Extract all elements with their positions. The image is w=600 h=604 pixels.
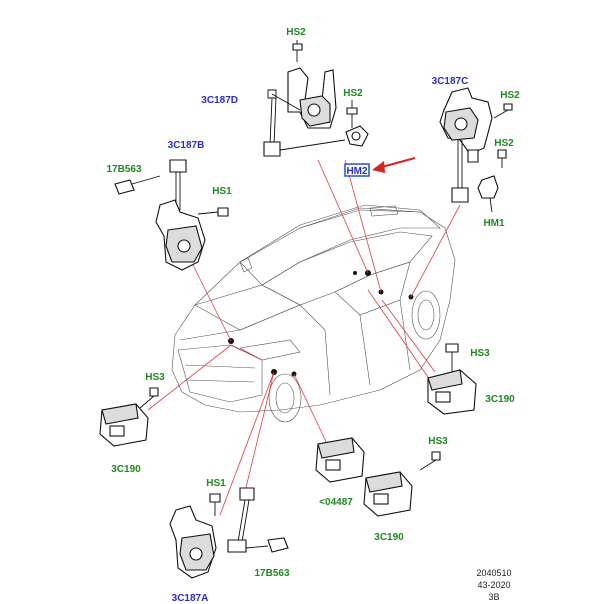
label-hs1-left: HS1 bbox=[212, 186, 232, 197]
red-arrow-head bbox=[372, 161, 385, 173]
sensor-assembly-3c187c[interactable] bbox=[439, 87, 513, 213]
sensor-3c190-right[interactable] bbox=[427, 343, 477, 415]
reference-line-2: 43-2020 bbox=[477, 580, 510, 590]
reference-code: 2040510 43-2020 3B bbox=[476, 568, 511, 602]
sensor-assembly-3c187d[interactable] bbox=[263, 40, 369, 157]
reference-line-1: 2040510 bbox=[476, 568, 511, 578]
label-3c187d: 3C187D bbox=[201, 95, 238, 106]
label-hm1: HM1 bbox=[483, 218, 505, 229]
label-hs2-mid: HS2 bbox=[343, 88, 363, 99]
label-17b563-bottom: 17B563 bbox=[254, 568, 289, 579]
label-hs2-top: HS2 bbox=[286, 27, 306, 38]
label-hs2-right-top: HS2 bbox=[500, 90, 520, 101]
sensor-assembly-3c187b[interactable] bbox=[114, 159, 229, 271]
leader-lines bbox=[147, 159, 461, 516]
label-3c187a: 3C187A bbox=[172, 593, 209, 604]
sensor-04487[interactable] bbox=[315, 437, 365, 483]
label-hs3-right: HS3 bbox=[470, 348, 490, 359]
label-hs1-bottom: HS1 bbox=[206, 478, 226, 489]
reference-line-3: 3B bbox=[488, 592, 499, 602]
vehicle-outline bbox=[171, 204, 456, 423]
label-17b563-left: 17B563 bbox=[106, 164, 141, 175]
label-3c187b: 3C187B bbox=[168, 140, 205, 151]
label-3c190-left: 3C190 bbox=[111, 464, 141, 475]
label-3c190-right: 3C190 bbox=[485, 394, 515, 405]
label-hm2: HM2 bbox=[346, 166, 368, 177]
label-3c187c: 3C187C bbox=[432, 76, 469, 87]
label-3c190-bottom: 3C190 bbox=[374, 532, 404, 543]
sensor-3c190-bottom[interactable] bbox=[363, 451, 441, 517]
sensor-assembly-3c187a[interactable] bbox=[169, 487, 289, 579]
label-hs2-right-mid: HS2 bbox=[494, 138, 514, 149]
label-hs3-bottom-right: HS3 bbox=[428, 436, 448, 447]
label-hs3-left: HS3 bbox=[145, 372, 165, 383]
label-04487: <04487 bbox=[319, 497, 353, 508]
hm2-callout[interactable]: HM2 bbox=[344, 157, 416, 177]
sensor-3c190-left[interactable] bbox=[99, 387, 159, 447]
